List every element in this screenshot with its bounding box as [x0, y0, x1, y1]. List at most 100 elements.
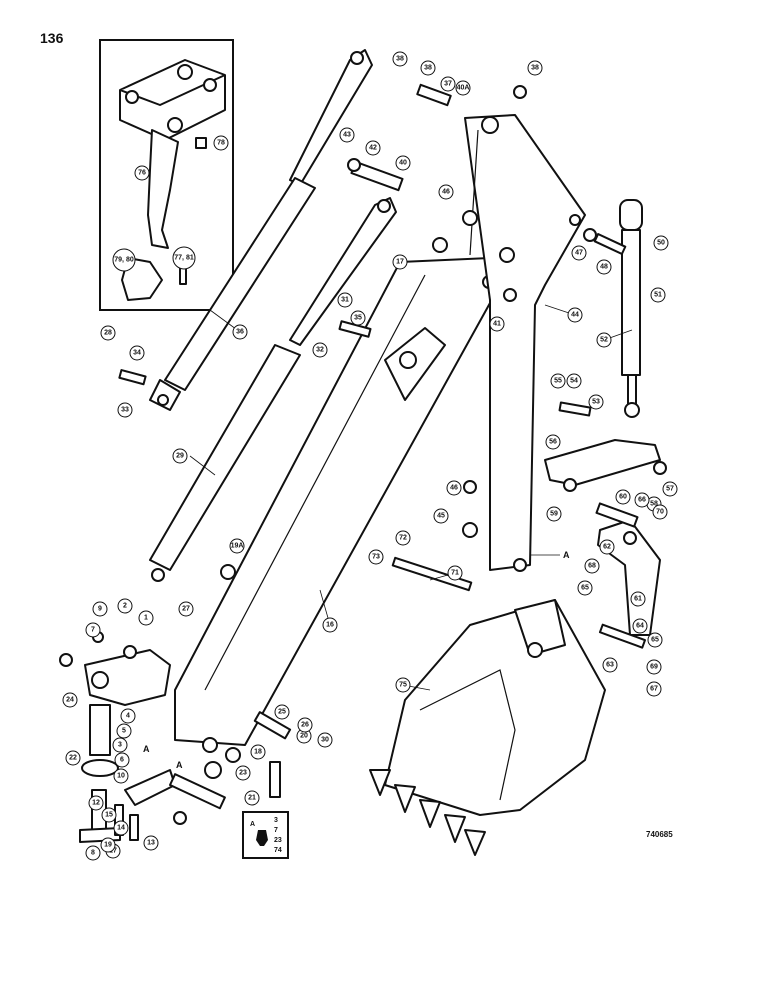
dipper-cylinder [149, 197, 397, 582]
callout-c1: 1 [138, 610, 154, 626]
callout-label-c59: 59 [550, 511, 558, 518]
callout-label-c69: 69 [650, 664, 658, 671]
boom-cylinder [149, 49, 373, 411]
callout-c25: 25 [274, 704, 290, 720]
callout-label-c48: 48 [600, 264, 608, 271]
callout-c28: 28 [100, 325, 116, 341]
callout-c65a: 65 [647, 632, 663, 648]
callout-label-c33: 33 [121, 407, 129, 414]
callout-label-c70: 70 [656, 509, 664, 516]
callout-c47: 47 [571, 245, 587, 261]
callout-label-c3: 3 [118, 742, 122, 749]
callout-label-c77: 77, 81 [174, 255, 194, 262]
callout-label-c62: 62 [603, 544, 611, 551]
ripper-mount-bracket [119, 59, 226, 141]
section-marker-lower: A [176, 760, 183, 770]
callout-c67: 67 [646, 681, 662, 697]
callout-c44: 44 [567, 307, 583, 323]
callout-label-c54: 54 [570, 378, 578, 385]
callout-label-c73: 73 [372, 554, 380, 561]
callout-c34: 34 [129, 345, 145, 361]
callout-c26: 26 [297, 717, 313, 733]
callout-c42: 42 [365, 140, 381, 156]
callout-label-c22: 22 [69, 755, 77, 762]
callout-label-c25: 25 [278, 709, 286, 716]
callout-label-c17b: 17 [109, 848, 117, 855]
callout-label-c51: 51 [654, 292, 662, 299]
callout-label-c29: 29 [176, 453, 184, 460]
callout-c79: 79, 80 [112, 248, 136, 272]
callout-label-c15: 15 [105, 812, 113, 819]
callout-label-c4: 4 [126, 713, 130, 720]
ripper-shank [147, 129, 179, 249]
legend-marker: A [250, 821, 255, 828]
callout-label-c52: 52 [600, 337, 608, 344]
callout-label-c71: 71 [451, 570, 459, 577]
callout-c37: 37 [440, 76, 456, 92]
section-a-markers: A A A [143, 550, 570, 770]
callout-c53: 53 [588, 394, 604, 410]
callout-c51: 51 [650, 287, 666, 303]
callout-c27: 27 [178, 601, 194, 617]
callout-label-c36: 36 [236, 329, 244, 336]
callout-label-c35: 35 [354, 315, 362, 322]
callout-c7: 7 [85, 622, 101, 638]
callout-label-c67: 67 [650, 686, 658, 693]
callout-label-c44: 44 [571, 312, 579, 319]
callout-label-c14: 14 [117, 825, 125, 832]
callout-c60: 60 [615, 489, 631, 505]
callout-label-c41: 41 [493, 321, 501, 328]
callout-c75: 75 [395, 677, 411, 693]
callout-c73: 73 [368, 549, 384, 565]
callout-label-c75: 75 [399, 682, 407, 689]
callout-c65b: 65 [577, 580, 593, 596]
callout-c78: 78 [213, 135, 229, 151]
callout-c59: 59 [546, 506, 562, 522]
callout-label-c50: 50 [657, 240, 665, 247]
callout-label-c57: 57 [666, 486, 674, 493]
callout-label-c5: 5 [122, 728, 126, 735]
callout-label-c31: 31 [341, 297, 349, 304]
callout-label-c43: 43 [343, 132, 351, 139]
callout-label-c26: 26 [301, 722, 309, 729]
callout-label-c60: 60 [619, 494, 627, 501]
callout-c63: 63 [602, 657, 618, 673]
ripper-pin [179, 267, 187, 285]
callout-c61: 61 [630, 591, 646, 607]
callout-label-c23: 23 [239, 770, 247, 777]
callout-c5: 5 [116, 723, 132, 739]
callout-c10: 10 [113, 768, 129, 784]
lube-fitting-legend: A 3 7 23 74 [242, 811, 289, 859]
callout-c55: 55 [550, 373, 566, 389]
callout-c77: 77, 81 [172, 246, 196, 270]
callout-c76: 76 [134, 165, 150, 181]
figure-code: 740685 [646, 830, 673, 839]
callout-label-c46a: 46 [442, 189, 450, 196]
callout-label-c45: 45 [437, 513, 445, 520]
boom [464, 114, 586, 572]
callout-c64: 64 [632, 618, 648, 634]
callout-c16: 16 [322, 617, 338, 633]
ripper-tooth-point [121, 257, 163, 301]
callout-c40a: 40A [455, 80, 471, 96]
callout-label-c28: 28 [104, 330, 112, 337]
callout-c45: 45 [433, 508, 449, 524]
callout-label-c6: 6 [120, 757, 124, 764]
callout-label-c72: 72 [399, 535, 407, 542]
callout-c46b: 46 [446, 480, 462, 496]
callout-c29: 29 [172, 448, 188, 464]
callout-c13: 13 [143, 835, 159, 851]
callout-c41: 41 [489, 316, 505, 332]
callout-label-c65a: 65 [651, 637, 659, 644]
callout-label-c38a: 38 [396, 56, 404, 63]
legend-item-4: 74 [274, 847, 282, 854]
callout-label-c58: 58 [650, 501, 658, 508]
callout-c31: 31 [337, 292, 353, 308]
callout-label-c64: 64 [636, 623, 644, 630]
callout-label-c79: 79, 80 [114, 257, 134, 264]
callout-c71: 71 [447, 565, 463, 581]
legend-item-2: 7 [274, 827, 278, 834]
callout-c23: 23 [235, 765, 251, 781]
callout-label-c30: 30 [321, 737, 329, 744]
